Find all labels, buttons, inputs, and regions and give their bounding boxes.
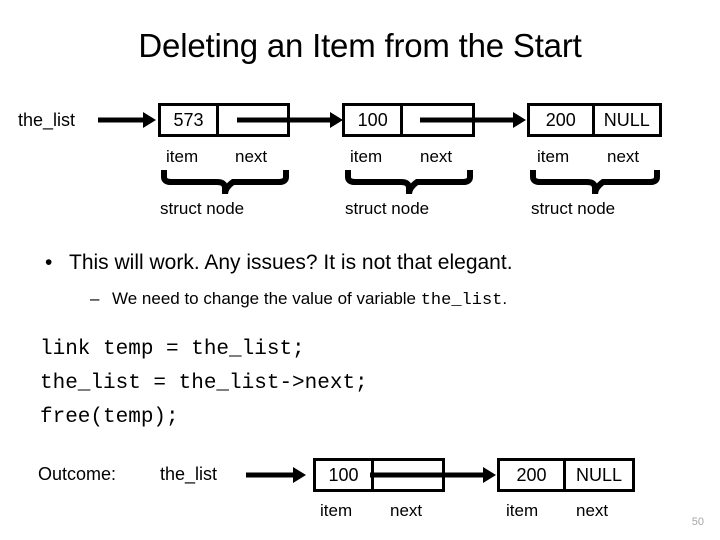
outcome-node-2-next-field-label: next <box>576 501 609 520</box>
outcome-node-1-item-field-label: item <box>320 501 353 520</box>
code-line-2: the_list = the_list->next; <box>40 372 368 395</box>
sub-bullet-code-the-list: the_list <box>420 291 503 310</box>
node-3-item-field-label: item <box>537 147 570 166</box>
outcome-label: Outcome: <box>38 464 117 484</box>
outcome-node-1-next-field-label: next <box>390 501 423 520</box>
node-3-struct-caption: struct node <box>531 199 616 218</box>
node-1-next-field-label: next <box>235 147 268 166</box>
bullet-primary: • This will work. Any issues? It is not … <box>45 250 513 276</box>
node-3-next-field-label: next <box>607 147 640 166</box>
node-2-item-value: 100 <box>345 106 404 134</box>
the-list-pointer-label: the_list <box>18 110 76 130</box>
node-2-next-field-label: next <box>420 147 453 166</box>
code-line-1: link temp = the_list; <box>40 338 305 361</box>
node-2-brace <box>344 168 474 196</box>
outcome-node-2-next-value: NULL <box>575 465 623 485</box>
outcome-node-1-item-value: 100 <box>316 461 374 489</box>
node-1-struct-caption: struct node <box>160 199 245 218</box>
node-3-brace <box>529 168 661 196</box>
bullet-sub: – We need to change the value of variabl… <box>90 288 508 312</box>
outcome-node-2-item-field-label: item <box>506 501 539 520</box>
node-2-struct-caption: struct node <box>345 199 430 218</box>
sub-bullet-suffix: . <box>502 289 508 308</box>
node-3-next-value: NULL <box>603 110 650 130</box>
node-1-brace <box>160 168 290 196</box>
outcome-the-list-pointer-label: the_list <box>160 464 218 484</box>
code-line-3: free(temp); <box>40 406 179 429</box>
page-title: Deleting an Item from the Start <box>138 27 582 64</box>
node-2-item-field-label: item <box>350 147 383 166</box>
sub-bullet-text: We need to change the value of variable <box>112 289 421 308</box>
list-node-3: 200 NULL <box>527 103 662 137</box>
bullet-marker: • <box>45 251 53 274</box>
outcome-node-2-item-value: 200 <box>500 461 566 489</box>
bullet-primary-text: This will work. Any issues? It is not th… <box>69 251 513 274</box>
sub-bullet-marker: – <box>90 289 100 308</box>
node-1-item-field-label: item <box>166 147 199 166</box>
node-3-item-value: 200 <box>530 106 595 134</box>
outcome-node-2: 200 NULL <box>497 458 635 492</box>
node-1-item-value: 573 <box>161 106 219 134</box>
slide-number: 50 <box>691 516 704 528</box>
